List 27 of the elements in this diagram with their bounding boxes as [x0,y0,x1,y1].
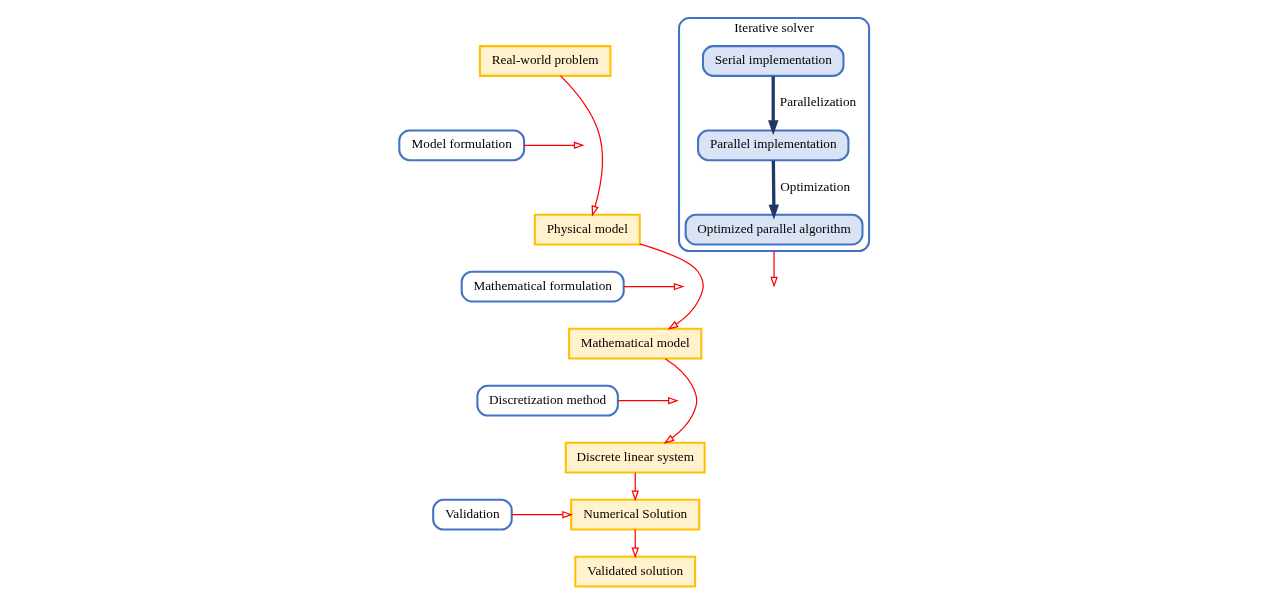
arrow [639,243,704,330]
node-box: Optimized parallel algorithm [684,213,864,246]
arrow [617,396,679,405]
node-box: Real-world problem [478,45,612,77]
node-box: Discretization method [476,384,619,417]
arrow [768,160,780,220]
arrow [631,529,639,559]
arrow [768,76,779,136]
arrow [523,141,585,150]
node-box: Physical model [533,213,641,246]
edge-label: Parallelization [779,94,857,110]
node-box: Numerical Solution [570,498,701,531]
node-box: Serial implementation [701,45,845,77]
node-box: Discrete linear system [564,441,706,474]
arrow [511,510,573,519]
node-box: Model formulation [398,129,526,162]
edge-label: Optimization [780,178,851,194]
node-box: Parallel implementation [697,129,850,162]
arrow [631,472,639,502]
arrow [770,250,778,288]
node-box: Validation [432,498,513,531]
arrow [663,358,698,444]
node-box: Mathematical formulation [460,270,625,303]
node-box: Validated solution [574,555,697,588]
node-box: Mathematical model [568,327,703,360]
arrow [560,75,603,217]
arrow [623,282,685,291]
